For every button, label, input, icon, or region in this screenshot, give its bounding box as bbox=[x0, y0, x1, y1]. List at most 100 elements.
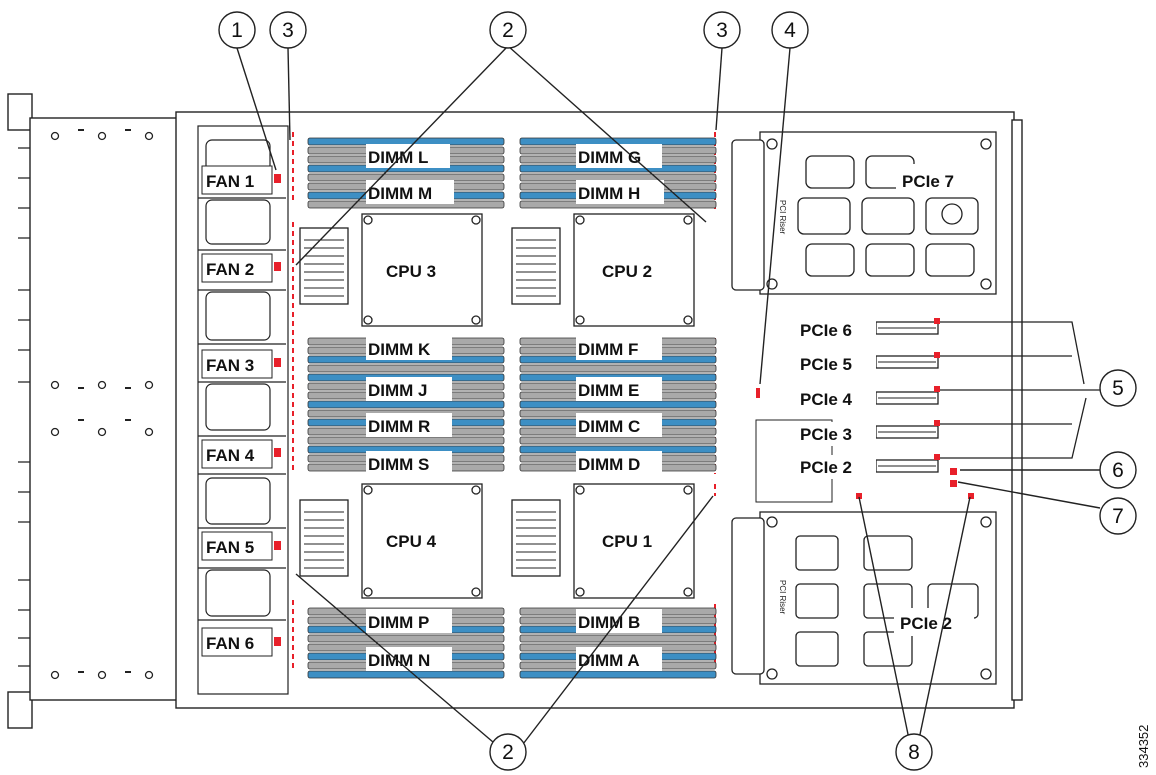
riser-1-assembly bbox=[731, 131, 997, 295]
dimm-h-label: DIMM H bbox=[578, 184, 640, 203]
cpu-3-label: CPU 3 bbox=[386, 262, 436, 281]
dimm-p-label-box bbox=[366, 609, 452, 633]
pcie-2-label: PCIe 2 bbox=[800, 458, 852, 477]
fan-labels: FAN 1 FAN 2 FAN 3 FAN 4 FAN 5 FAN 6 bbox=[201, 165, 273, 657]
pcie-3-label: PCIe 3 bbox=[800, 425, 852, 444]
pcie-2-label-box bbox=[798, 455, 876, 479]
figure-id: 334352 bbox=[1136, 725, 1151, 768]
pcie-7-label-box bbox=[896, 164, 976, 194]
fan-2-label-box bbox=[201, 253, 273, 283]
dimm-labels: DIMM L DIMM G DIMM M DIMM H DIMM K DIMM … bbox=[366, 144, 664, 671]
pcie-4-label: PCIe 4 bbox=[800, 390, 853, 409]
callout-2-top-number: 2 bbox=[502, 19, 514, 42]
dimm-module bbox=[307, 173, 505, 182]
dimm-a-label-box bbox=[576, 647, 662, 671]
dimm-g-label-box bbox=[576, 144, 662, 168]
dimm-b-label: DIMM B bbox=[578, 613, 640, 632]
front-panel-vents bbox=[78, 129, 131, 673]
callout-2-bottom-number: 2 bbox=[502, 741, 514, 764]
callout-3-right-number: 3 bbox=[716, 19, 728, 42]
cpu-1-label: CPU 1 bbox=[602, 532, 652, 551]
callout-1-number: 1 bbox=[231, 19, 243, 42]
pcie-6-label-box bbox=[798, 318, 876, 342]
pcie-5-label: PCIe 5 bbox=[800, 355, 852, 374]
fan-bay bbox=[197, 125, 289, 695]
cpu-2-socket bbox=[511, 213, 695, 327]
dimm-r-label-box bbox=[366, 413, 452, 437]
dimm-module bbox=[307, 436, 505, 445]
callout-4-circle bbox=[771, 11, 809, 49]
front-panel-ticks bbox=[18, 147, 30, 667]
dimm-module bbox=[519, 400, 717, 409]
dimm-e-label: DIMM E bbox=[578, 381, 639, 400]
dimm-module bbox=[519, 364, 717, 373]
dimm-m-label-box bbox=[366, 180, 454, 204]
dimm-j-label-box bbox=[366, 377, 452, 401]
fan-2-label: FAN 2 bbox=[206, 260, 254, 279]
dimm-r-label: DIMM R bbox=[368, 417, 430, 436]
dimm-m-label: DIMM M bbox=[368, 184, 432, 203]
callout-7-circle bbox=[1099, 497, 1137, 535]
pcie-6-label: PCIe 6 bbox=[800, 321, 852, 340]
cpu-1-socket bbox=[511, 483, 695, 599]
dimm-d-label: DIMM D bbox=[578, 455, 640, 474]
callout-6-circle bbox=[1099, 451, 1137, 489]
callout-2-top-circle bbox=[489, 11, 527, 49]
dimm-l-label: DIMM L bbox=[368, 148, 428, 167]
pcie-5-label-box bbox=[798, 352, 876, 376]
dimm-d-label-box bbox=[576, 451, 662, 475]
pcie-2-riser-label-box bbox=[894, 608, 974, 636]
cpu-3-socket bbox=[299, 213, 483, 327]
pcie-leader-lines bbox=[938, 321, 1100, 459]
dimm-n-label: DIMM N bbox=[368, 651, 430, 670]
pcie-slot-leds bbox=[756, 318, 974, 499]
dimm-k-label: DIMM K bbox=[368, 340, 431, 359]
callouts: 1 3 2 3 4 5 6 7 2 8 bbox=[218, 11, 1137, 771]
fan-5-label: FAN 5 bbox=[206, 538, 254, 557]
callout-3-right-circle bbox=[703, 11, 741, 49]
dimm-s-label-box bbox=[366, 451, 452, 475]
riser-2-assembly bbox=[731, 511, 997, 685]
dimm-g-label: DIMM G bbox=[578, 148, 641, 167]
pcie-4-label-box bbox=[798, 387, 876, 411]
dimm-module bbox=[519, 670, 717, 679]
dimm-c-label-box bbox=[576, 413, 662, 437]
cpu-sockets bbox=[299, 213, 695, 599]
cpu-4-label: CPU 4 bbox=[386, 532, 437, 551]
callout-5-number: 5 bbox=[1112, 377, 1124, 400]
dimm-l-label-box bbox=[366, 144, 450, 168]
pcie-connector-teeth bbox=[878, 327, 936, 467]
dimm-a-label: DIMM A bbox=[578, 651, 640, 670]
callout-8-circle bbox=[895, 733, 933, 771]
fan-1-label-box bbox=[201, 165, 273, 195]
dimm-module bbox=[519, 436, 717, 445]
callout-4-number: 4 bbox=[784, 19, 796, 42]
pcie-2-riser-label: PCIe 2 bbox=[900, 614, 952, 633]
callout-1-circle bbox=[218, 11, 256, 49]
dimm-module bbox=[307, 400, 505, 409]
pcie-7-label: PCIe 7 bbox=[902, 172, 954, 191]
dimm-j-label: DIMM J bbox=[368, 381, 428, 400]
callout-leaders bbox=[236, 45, 1101, 749]
fan-fault-leds bbox=[274, 174, 281, 646]
dimm-module bbox=[307, 670, 505, 679]
dimm-b-label-box bbox=[576, 609, 662, 633]
dimm-module bbox=[307, 634, 505, 643]
fan-3-label: FAN 3 bbox=[206, 356, 254, 375]
dimm-n-label-box bbox=[366, 647, 452, 671]
callout-7-number: 7 bbox=[1112, 505, 1124, 528]
dimm-k-label-box bbox=[366, 336, 452, 360]
fan-3-label-box bbox=[201, 349, 273, 379]
callout-3-left-circle bbox=[269, 11, 307, 49]
riser-2-label: PCI Riser bbox=[778, 580, 787, 615]
callout-6-number: 6 bbox=[1112, 459, 1124, 482]
dimm-module bbox=[519, 173, 717, 182]
dimm-module bbox=[307, 137, 505, 146]
dimm-e-label-box bbox=[576, 377, 662, 401]
fan-4-label: FAN 4 bbox=[206, 446, 255, 465]
dimm-f-label: DIMM F bbox=[578, 340, 638, 359]
callout-8-number: 8 bbox=[908, 741, 920, 764]
dimm-h-label-box bbox=[576, 180, 664, 204]
fan-4-label-box bbox=[201, 439, 273, 469]
